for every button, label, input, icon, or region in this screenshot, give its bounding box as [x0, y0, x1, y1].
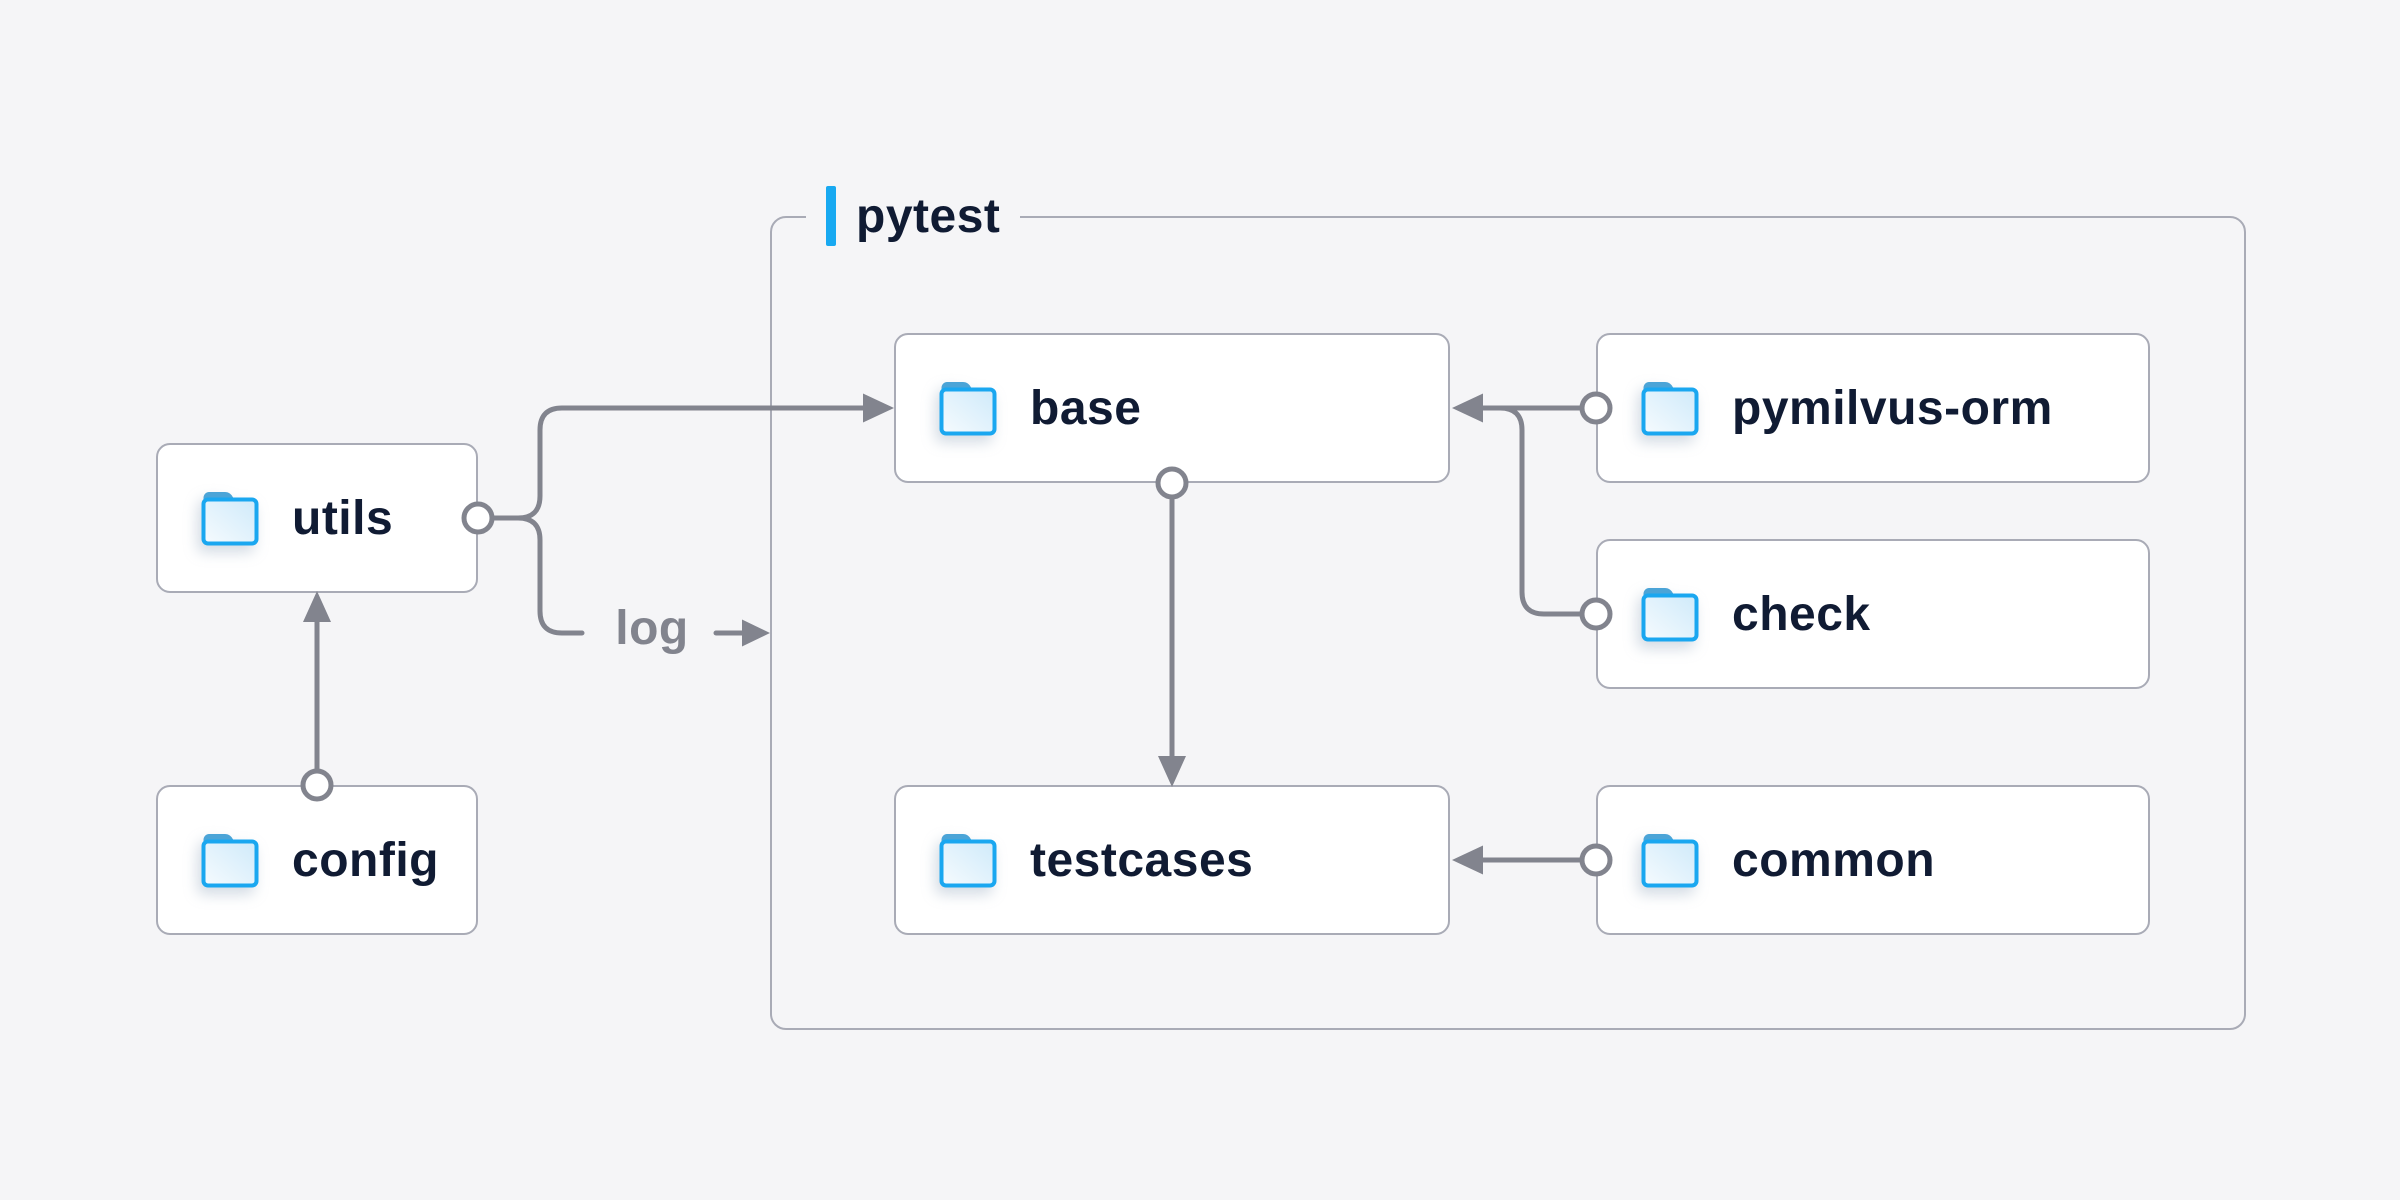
edge-utils-to-log — [489, 515, 585, 636]
folder-icon — [939, 834, 997, 888]
node-common-label: common — [1732, 833, 1936, 887]
edge-log-label: log — [615, 602, 689, 655]
node-check-label: check — [1732, 587, 1871, 641]
node-config: config — [156, 785, 478, 935]
node-base: base — [894, 333, 1450, 483]
node-common: common — [1596, 785, 2150, 935]
node-base-label: base — [1030, 381, 1142, 435]
group-pytest — [770, 216, 2246, 1030]
group-pytest-label: pytest — [806, 184, 1021, 248]
node-utils-label: utils — [292, 491, 394, 545]
folder-icon — [1641, 588, 1699, 642]
node-pymilvus-orm: pymilvus-orm — [1596, 333, 2150, 483]
accent-bar — [826, 186, 836, 246]
node-testcases-label: testcases — [1030, 833, 1254, 887]
folder-icon — [1641, 834, 1699, 888]
node-testcases: testcases — [894, 785, 1450, 935]
node-pymilvus-orm-label: pymilvus-orm — [1732, 381, 2053, 435]
node-config-label: config — [292, 833, 439, 887]
folder-icon — [939, 382, 997, 436]
node-utils: utils — [156, 443, 478, 593]
folder-icon — [1641, 382, 1699, 436]
arrowhead-into-utils — [303, 591, 331, 622]
folder-icon — [201, 834, 259, 888]
folder-icon — [201, 492, 259, 546]
group-title: pytest — [856, 189, 1001, 243]
node-check: check — [1596, 539, 2150, 689]
arrowhead-log — [742, 619, 770, 647]
